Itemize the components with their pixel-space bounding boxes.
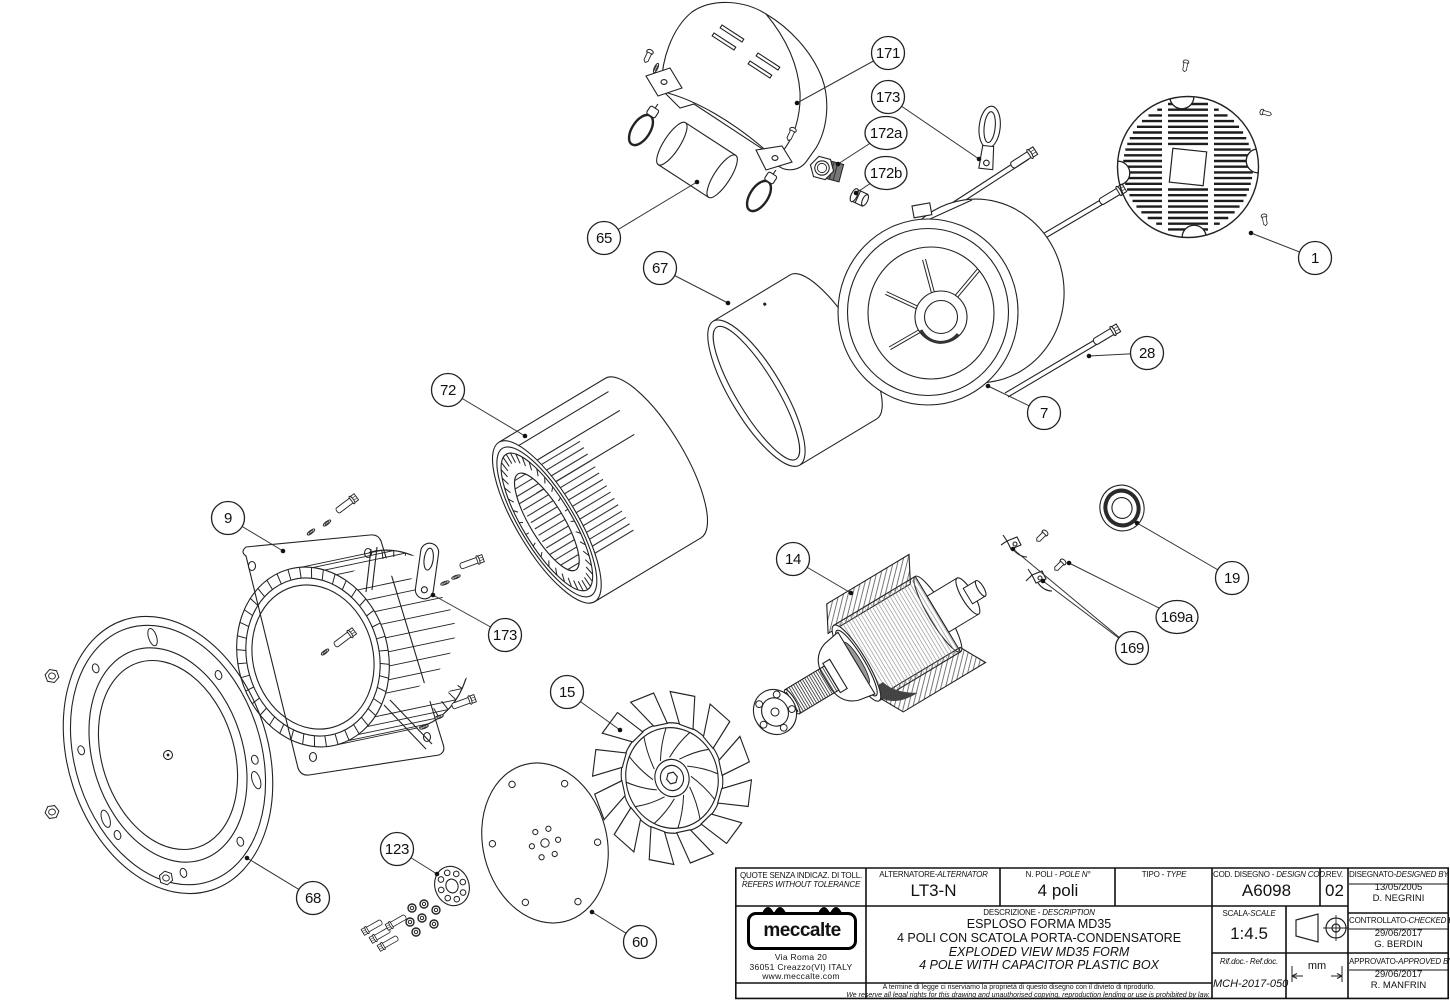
svg-text:60: 60 bbox=[632, 934, 648, 951]
svg-text:28: 28 bbox=[1139, 345, 1155, 362]
callout-172a: 172a bbox=[864, 115, 908, 151]
callout-19: 19 bbox=[1214, 560, 1250, 596]
checked-cell: CONTROLLATO-CHECKED BY 29/06/2017 G. BER… bbox=[1349, 916, 1450, 950]
part-brush-clip-1 bbox=[1000, 534, 1028, 558]
callout-169a: 169a bbox=[1155, 599, 1199, 635]
scale-cell: SCALA-SCALE 1:4.5 bbox=[1222, 909, 1276, 943]
part-front-ring bbox=[62, 615, 274, 895]
part-top-cover bbox=[641, 1, 828, 171]
callout-28: 28 bbox=[1129, 335, 1165, 371]
svg-text:172a: 172a bbox=[870, 125, 903, 142]
rev-cell: REV. 02 bbox=[1325, 870, 1344, 900]
svg-text:72: 72 bbox=[440, 382, 456, 399]
svg-text:169: 169 bbox=[1120, 640, 1144, 657]
svg-text:123: 123 bbox=[385, 841, 409, 858]
part-bearing bbox=[1099, 484, 1145, 532]
units-cell: mm bbox=[1307, 960, 1327, 972]
design-code-cell: COD. DISEGNO - DESIGN COD. A6098 bbox=[1213, 870, 1327, 900]
frame-front-ring bbox=[236, 555, 491, 748]
part-rotor bbox=[752, 553, 987, 736]
alternator-cell: ALTERNATORE-ALTERNATOR LT3-N bbox=[879, 870, 988, 900]
meccalte-logo: meccalte bbox=[747, 912, 857, 950]
designed-cell: DISEGNATO-DESIGNED BY 13/05/2005 D. NEGR… bbox=[1349, 870, 1449, 904]
callout-1: 1 bbox=[1297, 240, 1333, 276]
part-stator-core bbox=[491, 376, 709, 604]
svg-text:19: 19 bbox=[1224, 570, 1240, 587]
svg-text:169a: 169a bbox=[1161, 609, 1194, 626]
part-cable-gland bbox=[809, 155, 845, 183]
poles-cell: N. POLI - POLE N° 4 poli bbox=[1025, 870, 1091, 900]
company-address: Via Roma 20 36051 Creazzo(VI) ITALY www.… bbox=[749, 952, 853, 981]
part-hose-clamp-right bbox=[745, 169, 778, 213]
legal-note: A termine di legge ci riserviamo la prop… bbox=[846, 984, 1210, 999]
part-fan bbox=[591, 690, 753, 866]
svg-text:171: 171 bbox=[876, 45, 900, 62]
callout-7: 7 bbox=[1026, 395, 1062, 431]
svg-text:172b: 172b bbox=[870, 165, 902, 182]
svg-text:173: 173 bbox=[876, 89, 900, 106]
callout-68: 68 bbox=[295, 880, 331, 916]
svg-text:14: 14 bbox=[785, 551, 801, 568]
part-capacitor bbox=[656, 121, 738, 199]
callout-15: 15 bbox=[549, 674, 585, 710]
callout-172b: 172b bbox=[864, 155, 908, 191]
part-hose-clamp-left bbox=[627, 103, 660, 147]
svg-text:1: 1 bbox=[1311, 250, 1319, 267]
part-strap-bracket bbox=[414, 542, 440, 600]
part-rear-bracket bbox=[837, 198, 1065, 406]
callout-60: 60 bbox=[622, 924, 658, 960]
part-casing-shell bbox=[707, 273, 883, 467]
svg-text:68: 68 bbox=[305, 890, 321, 907]
part-grommets bbox=[405, 899, 441, 937]
callout-169: 169 bbox=[1114, 630, 1150, 666]
description-cell: DESCRIZIONE - DESCRIPTION ESPLOSO FORMA … bbox=[896, 908, 1182, 973]
part-frame bbox=[236, 534, 491, 776]
approved-cell: APPROVATO-APPROVED BY 29/06/2017 R. MANF… bbox=[1349, 957, 1450, 991]
callout-65: 65 bbox=[586, 220, 622, 256]
type-cell: TIPO - TYPE bbox=[1141, 870, 1187, 879]
callout-171: 171 bbox=[870, 35, 906, 71]
refdoc-cell: Rif.doc.- Ref.doc. MCH-2017-050 bbox=[1213, 957, 1289, 990]
svg-text:67: 67 bbox=[652, 260, 668, 277]
callout-123: 123 bbox=[379, 831, 415, 867]
svg-text:7: 7 bbox=[1040, 405, 1048, 422]
callout-67: 67 bbox=[642, 250, 678, 286]
svg-text:9: 9 bbox=[224, 510, 232, 527]
svg-text:173: 173 bbox=[493, 627, 517, 644]
svg-text:65: 65 bbox=[596, 230, 612, 247]
part-lifting-eye bbox=[978, 105, 1001, 171]
callout-173: 173 bbox=[487, 617, 523, 653]
tolerance-note: QUOTE SENZA INDICAZ. DI TOLL. REFERS WIT… bbox=[740, 871, 862, 889]
part-small-bolts bbox=[360, 912, 408, 953]
callout-9: 9 bbox=[210, 500, 246, 536]
part-brush-clip-2 bbox=[1025, 568, 1053, 592]
callout-14: 14 bbox=[775, 541, 811, 577]
part-grille bbox=[1116, 95, 1260, 239]
part-diode-plate bbox=[434, 865, 470, 907]
part-bolt-28 bbox=[1004, 322, 1122, 398]
svg-text:15: 15 bbox=[559, 684, 575, 701]
callout-173: 173 bbox=[870, 79, 906, 115]
callout-72: 72 bbox=[430, 372, 466, 408]
part-mounting-disc bbox=[481, 762, 609, 924]
